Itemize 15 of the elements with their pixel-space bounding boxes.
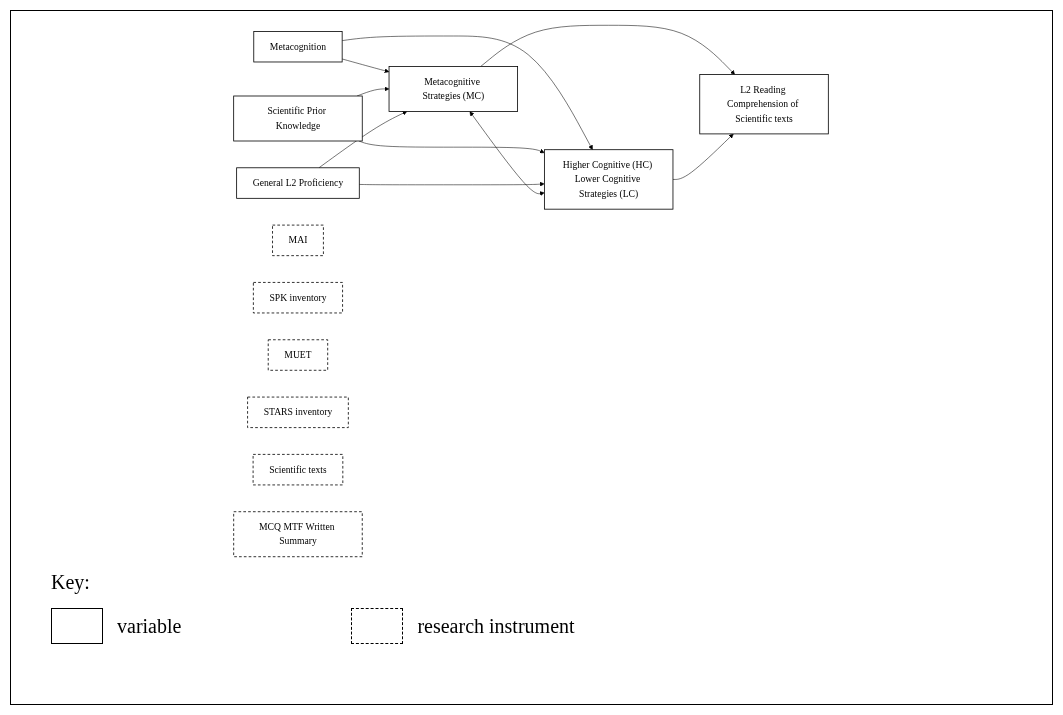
node-box: Metacognitive Strategies (MC) [388,66,518,112]
node-box: MUET [267,339,329,371]
node-box: L2 Reading Comprehension of Scientific texts [699,74,829,135]
key-heading: Key: [51,571,91,594]
node-box: Scientific Prior Knowledge [233,95,363,142]
node-box: MAI [272,224,324,257]
node-box: Higher Cognitive (HC) Lower Cognitive Strategies (LC) [544,149,674,210]
node-box: STARS inventory [247,396,349,428]
node-box: SPK inventory [252,282,343,314]
legend-label: research instrument [417,614,575,638]
node-box: Metacognition [253,31,343,63]
legend-label: variable [117,614,182,638]
node-box: Scientific texts [252,454,344,486]
node-box: MCQ MTF Written Summary [233,511,363,558]
node-box: General L2 Proficiency [236,167,360,199]
